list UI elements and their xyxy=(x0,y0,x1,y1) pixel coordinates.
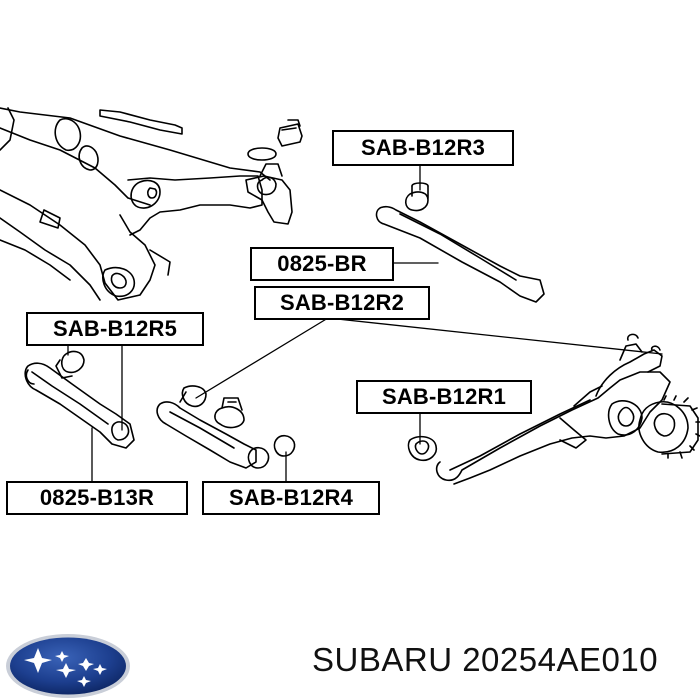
leader-sab-b12r2-right xyxy=(327,317,663,355)
upper-mount-bracket xyxy=(245,119,303,225)
label-0825-b13r: 0825-B13R xyxy=(6,481,188,515)
label-sab-b12r5: SAB-B12R5 xyxy=(26,312,204,346)
lower-control-arm-center xyxy=(156,385,296,469)
rear-knuckle-hub xyxy=(407,333,700,485)
label-sab-b12r3: SAB-B12R3 xyxy=(332,130,514,166)
leader-lines xyxy=(67,164,663,483)
rear-subframe xyxy=(0,107,271,301)
label-sab-b12r2: SAB-B12R2 xyxy=(254,286,430,320)
upper-trailing-arm xyxy=(375,182,545,303)
label-sab-b12r1: SAB-B12R1 xyxy=(356,380,532,414)
label-0825-br: 0825-BR xyxy=(250,247,394,281)
lower-control-arm-left xyxy=(24,350,135,449)
subaru-logo-icon xyxy=(6,634,130,698)
label-sab-b12r4: SAB-B12R4 xyxy=(202,481,380,515)
leader-sab-b12r2-left xyxy=(195,317,329,399)
part-caption: SUBARU 20254AE010 xyxy=(312,641,659,678)
